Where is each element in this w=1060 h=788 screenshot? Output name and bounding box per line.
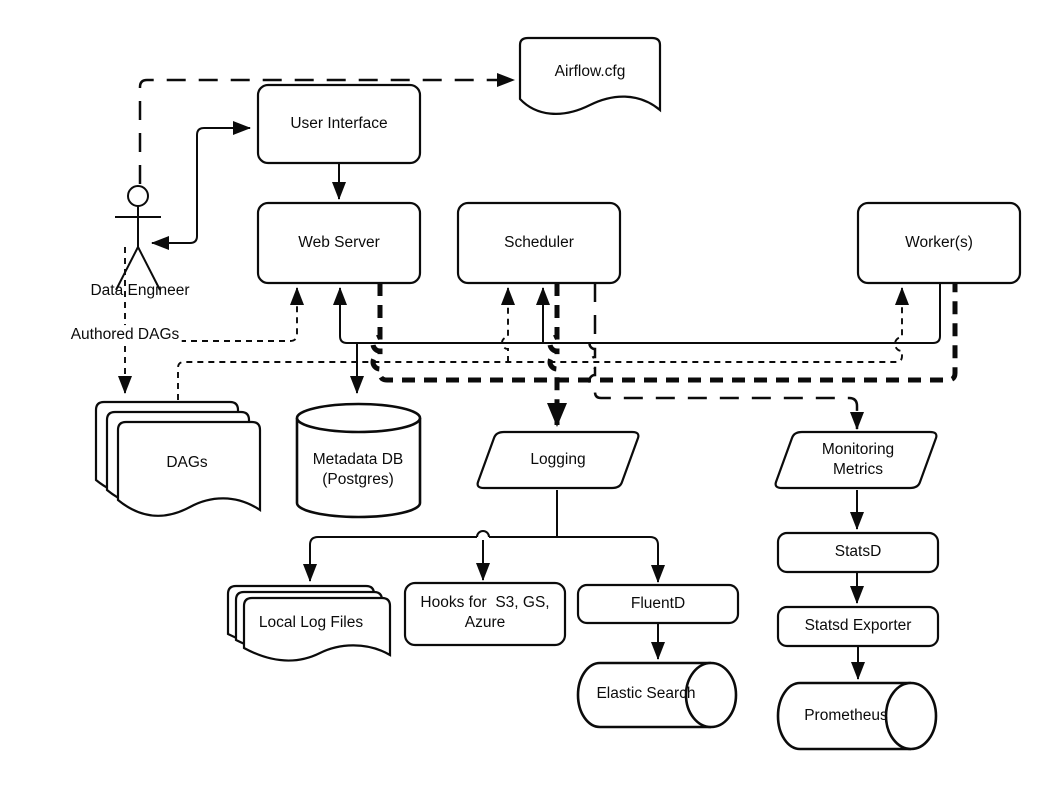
edge-dags-to-workers xyxy=(177,287,909,400)
edge-logging-hop xyxy=(476,530,490,538)
edge-scheduler-to-logging xyxy=(547,283,567,427)
edge-webserver-workers-logpipe xyxy=(370,283,958,383)
edge-logging-to-locallogs xyxy=(303,536,477,582)
hooks-box xyxy=(403,581,567,647)
edge-workers-to-webserver xyxy=(333,283,941,344)
edge-scheduler-to-monitoring xyxy=(588,283,864,430)
edge-engineer-userinterface xyxy=(151,121,251,250)
local-log-files-stack xyxy=(226,584,392,662)
metadata-db-cylinder xyxy=(295,402,422,519)
monitoring-metrics-parallelogram xyxy=(774,430,938,490)
dags-document-stack xyxy=(94,400,262,517)
edge-engineer-to-airflowcfg xyxy=(138,73,515,184)
edge-logging-to-fluentd xyxy=(489,536,665,583)
web-server-box xyxy=(256,201,422,285)
workers-box xyxy=(856,201,1022,285)
scheduler-box xyxy=(456,201,622,285)
elastic-search-cylinder xyxy=(576,661,738,729)
edge-authoreddags-to-webserver xyxy=(125,287,304,342)
statsd-box xyxy=(776,531,940,574)
statsd-exporter-box xyxy=(776,605,940,648)
fluentd-box xyxy=(576,583,740,625)
logging-parallelogram xyxy=(476,430,640,490)
data-engineer-figure xyxy=(115,185,161,291)
edge-dags-to-scheduler xyxy=(501,287,515,362)
user-interface-box xyxy=(256,83,422,165)
prometheus-cylinder xyxy=(776,681,938,751)
airflow-cfg-document xyxy=(518,36,662,115)
